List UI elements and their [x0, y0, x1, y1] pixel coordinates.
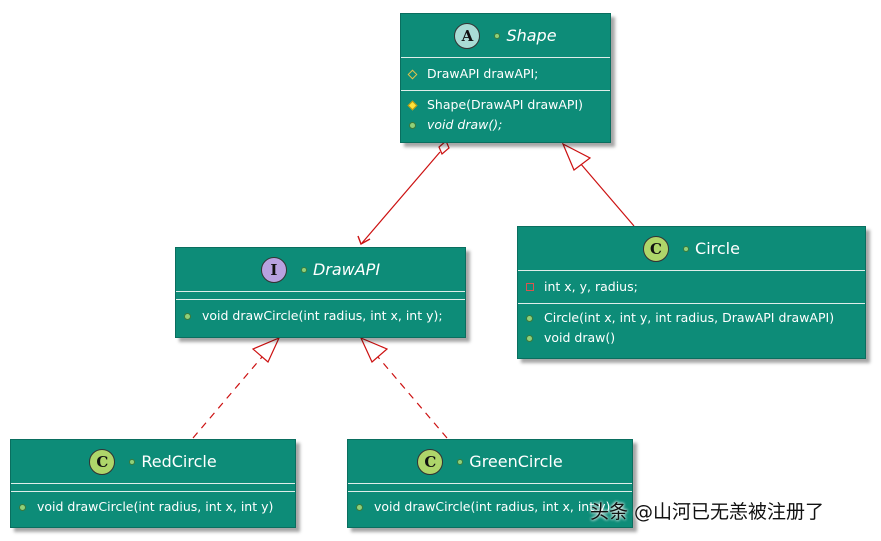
public-method-icon: [356, 503, 363, 511]
public-method-icon: [526, 314, 533, 322]
method-text: void drawCircle(int radius, int x, int y…: [202, 308, 443, 323]
method-row: void draw(): [518, 328, 865, 348]
public-visibility-icon: [129, 458, 136, 465]
watermark: 头条 @山河已无恙被注册了: [590, 501, 825, 523]
class-circle[interactable]: C Circle int x, y, radius; Circle(int x,…: [517, 226, 866, 359]
method-text: Circle(int x, int y, int radius, DrawAPI…: [544, 310, 835, 325]
realization-triangle: [251, 336, 281, 363]
inheritance-circle-to-shape: [561, 142, 635, 227]
class-name: RedCircle: [141, 452, 217, 471]
public-method-icon: [184, 312, 191, 320]
fields-section: DrawAPI drawAPI;: [401, 58, 610, 91]
class-name: GreenCircle: [469, 452, 563, 471]
method-text: void drawCircle(int radius, int x, int y…: [37, 499, 274, 514]
public-visibility-icon: [457, 458, 464, 465]
fields-section: [348, 484, 632, 492]
method-text: void drawCircle(int radius, int x, int y…: [374, 499, 611, 514]
method-row: void drawCircle(int radius, int x, int y…: [11, 497, 295, 517]
methods-section: void drawCircle(int radius, int x, int y…: [348, 492, 632, 522]
aggregation-diamond: [438, 140, 450, 155]
interface-badge-icon: I: [260, 256, 287, 283]
methods-section: Circle(int x, int y, int radius, DrawAPI…: [518, 304, 865, 352]
public-method-icon: [409, 121, 416, 129]
public-method-icon: [526, 334, 533, 342]
method-row: Shape(DrawAPI drawAPI): [401, 95, 610, 115]
field-text: DrawAPI drawAPI;: [427, 66, 539, 81]
field-row: DrawAPI drawAPI;: [401, 64, 610, 84]
class-badge-icon: C: [417, 448, 444, 475]
aggregation-shape-to-drawapi: [357, 140, 450, 246]
class-badge-icon: C: [89, 448, 116, 475]
realization-greencircle-to-drawapi: [359, 336, 448, 439]
class-header: C Circle: [518, 227, 865, 271]
class-greencircle[interactable]: C GreenCircle void drawCircle(int radius…: [347, 439, 633, 528]
realization-redcircle-to-drawapi: [192, 336, 281, 439]
methods-section: void drawCircle(int radius, int x, int y…: [11, 492, 295, 522]
method-text: Shape(DrawAPI drawAPI): [427, 97, 584, 112]
method-row: void drawCircle(int radius, int x, int y…: [176, 306, 465, 326]
method-text: void draw(): [544, 330, 616, 345]
class-header: C RedCircle: [11, 440, 295, 484]
fields-section: int x, y, radius;: [518, 271, 865, 304]
class-name: Circle: [695, 239, 740, 258]
method-row: void drawCircle(int radius, int x, int y…: [348, 497, 632, 517]
public-visibility-icon: [494, 32, 501, 39]
inheritance-triangle: [561, 142, 592, 171]
public-visibility-icon: [683, 245, 690, 252]
interface-drawapi[interactable]: I DrawAPI void drawCircle(int radius, in…: [175, 247, 466, 338]
class-header: I DrawAPI: [176, 248, 465, 292]
class-shape[interactable]: A Shape DrawAPI drawAPI; Shape(DrawAPI d…: [400, 13, 611, 143]
class-name: DrawAPI: [312, 260, 381, 279]
class-redcircle[interactable]: C RedCircle void drawCircle(int radius, …: [10, 439, 296, 528]
public-method-icon: [19, 503, 26, 511]
association-arrowhead: [357, 235, 371, 246]
fields-section: [176, 292, 465, 300]
abstract-badge-icon: A: [454, 22, 481, 49]
realization-triangle: [359, 336, 389, 363]
methods-section: Shape(DrawAPI drawAPI) void draw();: [401, 91, 610, 139]
field-row: int x, y, radius;: [518, 277, 865, 297]
class-header: C GreenCircle: [348, 440, 632, 484]
method-row: Circle(int x, int y, int radius, DrawAPI…: [518, 308, 865, 328]
method-row: void draw();: [401, 115, 610, 135]
protected-method-icon: [407, 100, 418, 110]
private-field-icon: [526, 283, 534, 291]
fields-section: [11, 484, 295, 492]
class-header: A Shape: [401, 14, 610, 58]
methods-section: void drawCircle(int radius, int x, int y…: [176, 300, 465, 332]
class-name: Shape: [506, 26, 557, 45]
method-text: void draw();: [427, 117, 503, 132]
class-badge-icon: C: [643, 235, 670, 262]
field-text: int x, y, radius;: [544, 279, 638, 294]
public-visibility-icon: [300, 266, 307, 273]
protected-field-icon: [407, 69, 418, 79]
